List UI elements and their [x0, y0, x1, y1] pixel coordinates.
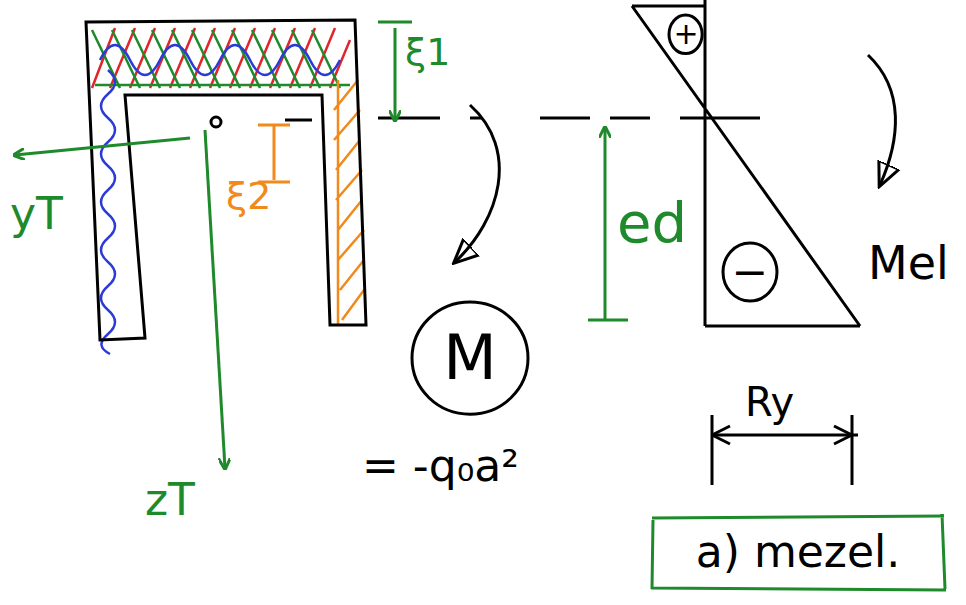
- axis-label: zT: [145, 476, 195, 524]
- dimension-label: ξ1: [405, 32, 450, 74]
- caption-box: a) mezel.: [648, 512, 948, 592]
- moment-value: = -q₀a²: [362, 442, 519, 490]
- node-text: a) mezel.: [696, 528, 900, 576]
- circled-symbol: −: [721, 241, 779, 303]
- node-text: −: [732, 248, 769, 296]
- node-text: M: [443, 324, 497, 392]
- diagram-label: Mel: [868, 238, 949, 289]
- circled-symbol: M: [410, 300, 530, 416]
- dimension-label: ξ2: [226, 176, 271, 218]
- circled-symbol: +: [667, 13, 704, 56]
- node-text: +: [673, 17, 698, 50]
- dimension-label: Ry: [745, 380, 794, 424]
- axis-label: yT: [10, 190, 63, 238]
- dimension-label: ed: [617, 192, 687, 254]
